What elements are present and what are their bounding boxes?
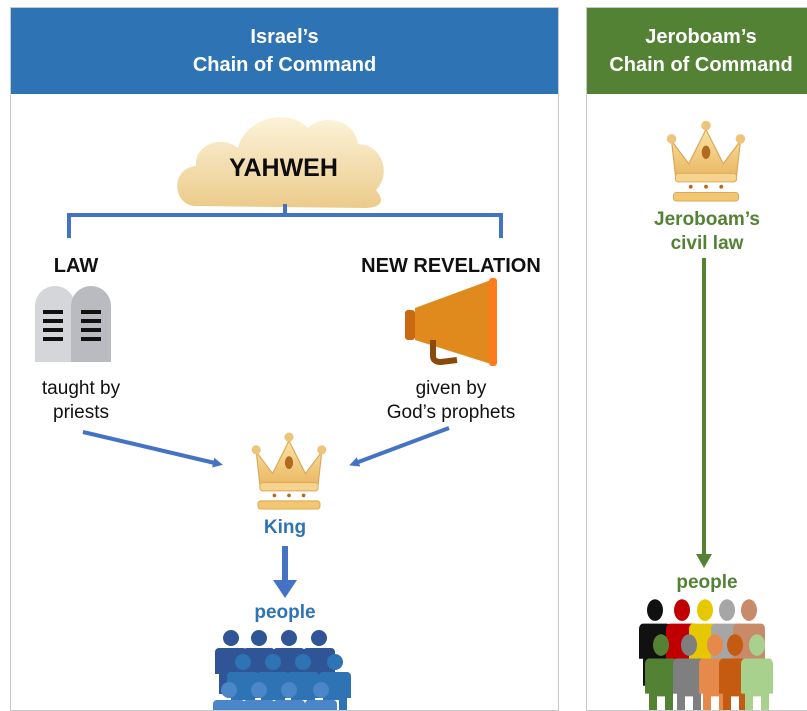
israel-chain-panel: Israel’s Chain of Command YAHWEH LAW NEW… [10, 7, 559, 711]
law-title: LAW [53, 255, 99, 277]
jeroboam-caption-2: civil law [670, 233, 744, 254]
jeroboam-title-line2: Chain of Command [609, 54, 793, 76]
revelation-caption-2: God’s prophets [386, 402, 516, 423]
israel-people-label: people [254, 602, 316, 623]
jeroboam-title-line1: Jeroboam’s [645, 26, 757, 48]
bracket-connector [67, 204, 503, 238]
jeroboam-people-label: people [676, 572, 738, 593]
tablets-icon [35, 286, 111, 362]
jeroboam-panel-header: Jeroboam’s Chain of Command [587, 8, 807, 94]
yahweh-label: YAHWEH [229, 154, 338, 182]
king-label: King [263, 517, 307, 538]
king-crown-icon [251, 432, 327, 510]
people-group-icon [213, 630, 351, 710]
diverse-people-icon [639, 599, 773, 710]
arrows-to-king [82, 426, 450, 598]
cloud-icon [177, 117, 384, 208]
israel-title-line1: Israel’s [250, 26, 319, 48]
israel-title-line2: Chain of Command [192, 54, 377, 76]
megaphone-icon [405, 278, 497, 366]
law-caption-2: priests [53, 402, 109, 423]
israel-panel-header: Israel’s Chain of Command [11, 8, 558, 94]
jeroboam-caption-1: Jeroboam’s [654, 209, 760, 230]
new-revelation-title: NEW REVELATION [361, 255, 541, 277]
revelation-caption-1: given by [415, 378, 487, 399]
law-caption-1: taught by [41, 378, 121, 399]
jeroboam-chain-panel: Jeroboam’s Chain of Command Jeroboam’s c… [586, 7, 807, 711]
jeroboam-arrow [696, 258, 712, 568]
